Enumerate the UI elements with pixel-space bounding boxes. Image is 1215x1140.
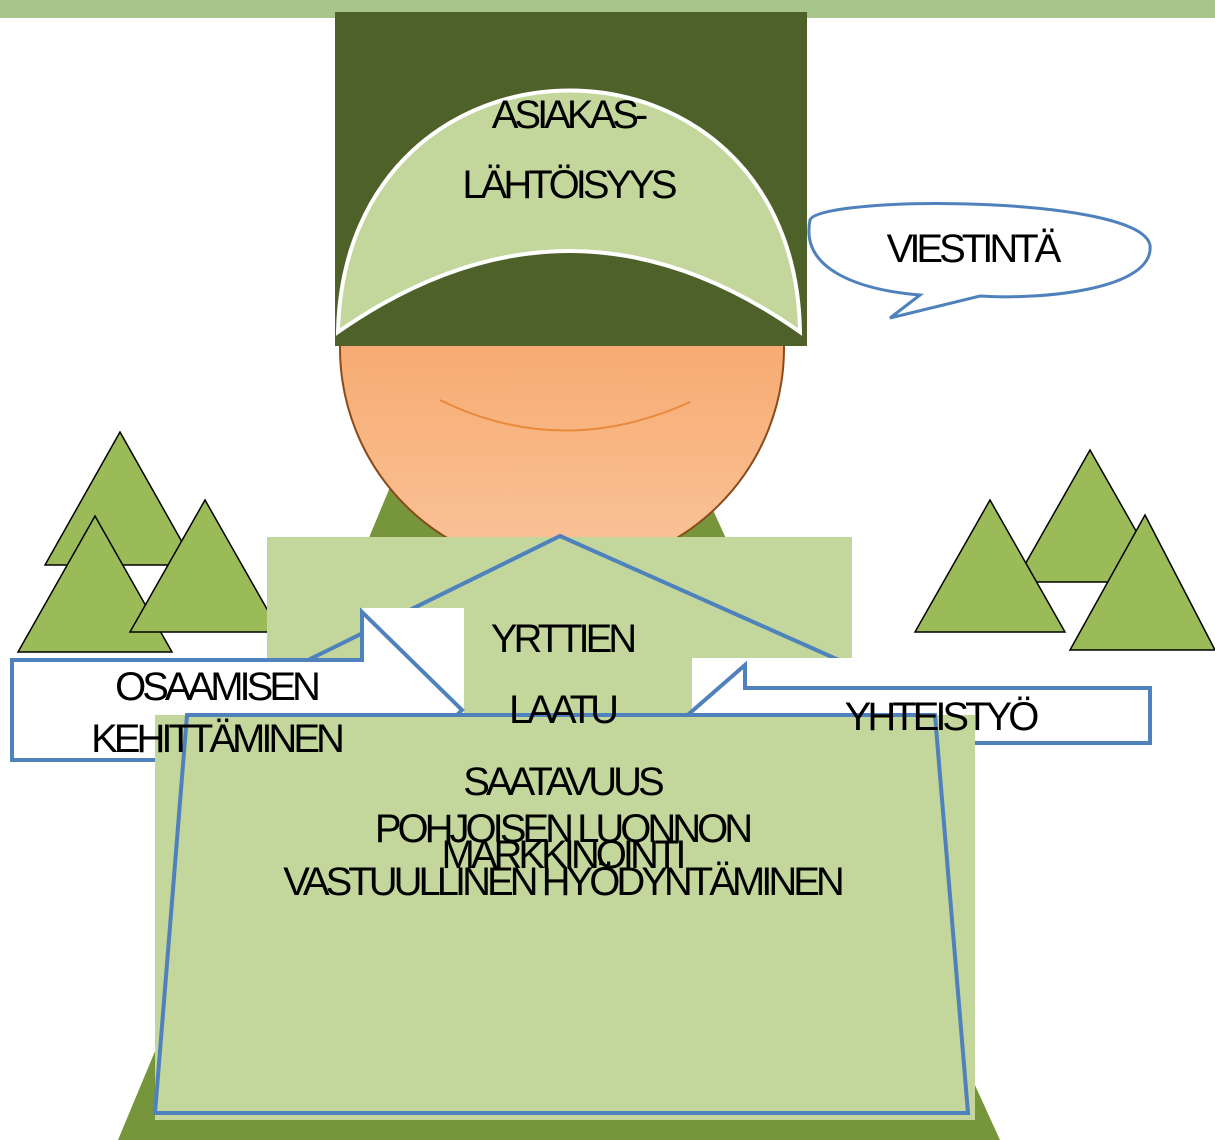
base-panel — [155, 715, 975, 1120]
tree-icon — [913, 498, 1067, 633]
speech-bubble — [807, 202, 1152, 320]
head-text-line2: LÄHTÖISYYS — [462, 163, 676, 207]
base-line1: POHJOISEN LUONNON — [375, 807, 750, 851]
tree-icon — [1068, 513, 1215, 651]
left-arrow-line1: OSAAMISEN — [115, 665, 318, 709]
head-text-line1: ASIAKAS- — [492, 93, 647, 137]
base-outline — [152, 713, 971, 1115]
house-line-4: MARKKINOINTI — [442, 833, 684, 877]
house-line-1: YRTTIEN — [491, 617, 635, 661]
smile — [439, 399, 691, 432]
trees-left — [16, 430, 282, 653]
house-line-2: LAATU — [509, 688, 616, 732]
speech-bubble-text: VIESTINTÄ — [887, 227, 1062, 271]
tree-icon — [43, 430, 197, 566]
trees-right — [913, 448, 1215, 651]
top-bar — [0, 0, 1215, 18]
tree-icon — [128, 498, 282, 633]
house-line-3: SAATAVUUS — [463, 760, 663, 804]
base-line2: VASTUULLINEN HYÖDYNTÄMINEN — [283, 860, 842, 904]
right-arrow-text: YHTEISTYÖ — [845, 695, 1039, 739]
tree-icon — [16, 514, 174, 653]
left-arrow-line2: KEHITTÄMINEN — [91, 717, 342, 761]
cap-crown — [335, 88, 803, 336]
